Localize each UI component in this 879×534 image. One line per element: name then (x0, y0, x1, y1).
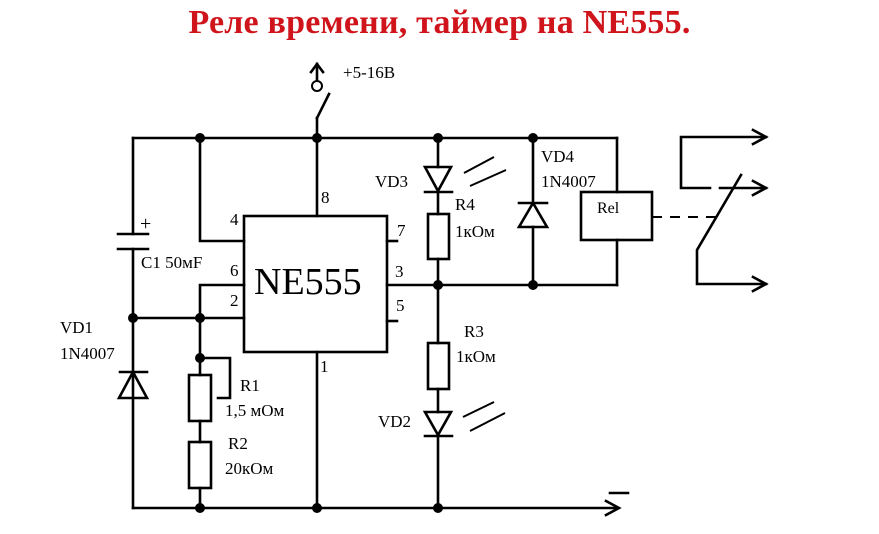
vd4-body (516, 200, 550, 229)
r1-resistor (187, 373, 213, 423)
c1-label: C1 50мF (141, 253, 202, 272)
vd4-ref: VD4 (541, 147, 575, 166)
pin4-wire (198, 136, 246, 243)
junction-dots (128, 133, 538, 513)
r4-resistor (426, 212, 451, 261)
junction-dot (528, 133, 538, 143)
r3-ref: R3 (464, 322, 484, 341)
contact-common-blade (695, 173, 768, 286)
c1-polarity: + (140, 213, 151, 235)
r3-value: 1кОм (456, 347, 496, 366)
vd3-ref: VD3 (375, 172, 408, 191)
pin5-label: 5 (396, 296, 405, 315)
r2-resistor (187, 440, 213, 490)
junction-dot (195, 313, 205, 323)
junction-dot (433, 280, 443, 290)
pin8-label: 8 (321, 188, 330, 207)
ground-arrow-head (604, 499, 622, 517)
supply-arrow-head (309, 61, 325, 74)
r2-value: 20кОм (225, 459, 274, 478)
junction-dot (312, 133, 322, 143)
vd3-light-ray-2 (469, 169, 507, 187)
junction-dot (528, 280, 538, 290)
vd4-value: 1N4007 (541, 172, 596, 191)
vd2-light-ray-2 (469, 412, 506, 432)
contact-nc-arrow (751, 179, 769, 197)
switch-terminal (311, 80, 323, 92)
vd3-light-ray-1 (463, 156, 495, 174)
diagram-title: Реле времени, таймер на NE555. (188, 4, 691, 41)
pin4-label: 4 (230, 210, 239, 229)
vd3-body (422, 165, 454, 194)
junction-dot (195, 133, 205, 143)
relay-ref: Rel (597, 200, 620, 217)
pin1-label: 1 (320, 357, 329, 376)
vd2-ref: VD2 (378, 412, 411, 431)
pin6-wire (198, 283, 246, 320)
switch-blade (315, 92, 331, 120)
contact-common-arrow (751, 275, 769, 293)
junction-dot (128, 313, 138, 323)
contact-no-wire (679, 135, 768, 190)
r1-ref: R1 (240, 376, 260, 395)
r4-value: 1кОм (455, 222, 495, 241)
junction-dot (433, 503, 443, 513)
vd2-light-ray-1 (462, 401, 495, 418)
r4-ref: R4 (455, 195, 475, 214)
r1-wiper-wire (198, 356, 232, 400)
contact-no-arrow (751, 128, 769, 146)
vd2-body (422, 410, 454, 438)
power-switch (309, 61, 331, 137)
r2-ref: R2 (228, 434, 248, 453)
r3-resistor (426, 341, 451, 391)
junction-dot (195, 503, 205, 513)
vd1-value: 1N4007 (60, 344, 115, 363)
pin3-label: 3 (395, 262, 404, 281)
junction-dot (312, 503, 322, 513)
r1-value: 1,5 мОм (225, 401, 285, 420)
supply-voltage-label: +5-16В (343, 63, 395, 82)
vd1-body (116, 369, 150, 400)
vd1-ref: VD1 (60, 318, 93, 337)
junction-dot (195, 353, 205, 363)
pin6-label: 6 (230, 261, 239, 280)
pin2-label: 2 (230, 291, 239, 310)
junction-dot (433, 133, 443, 143)
pin7-label: 7 (397, 221, 406, 240)
chip-name: NE555 (254, 261, 362, 303)
